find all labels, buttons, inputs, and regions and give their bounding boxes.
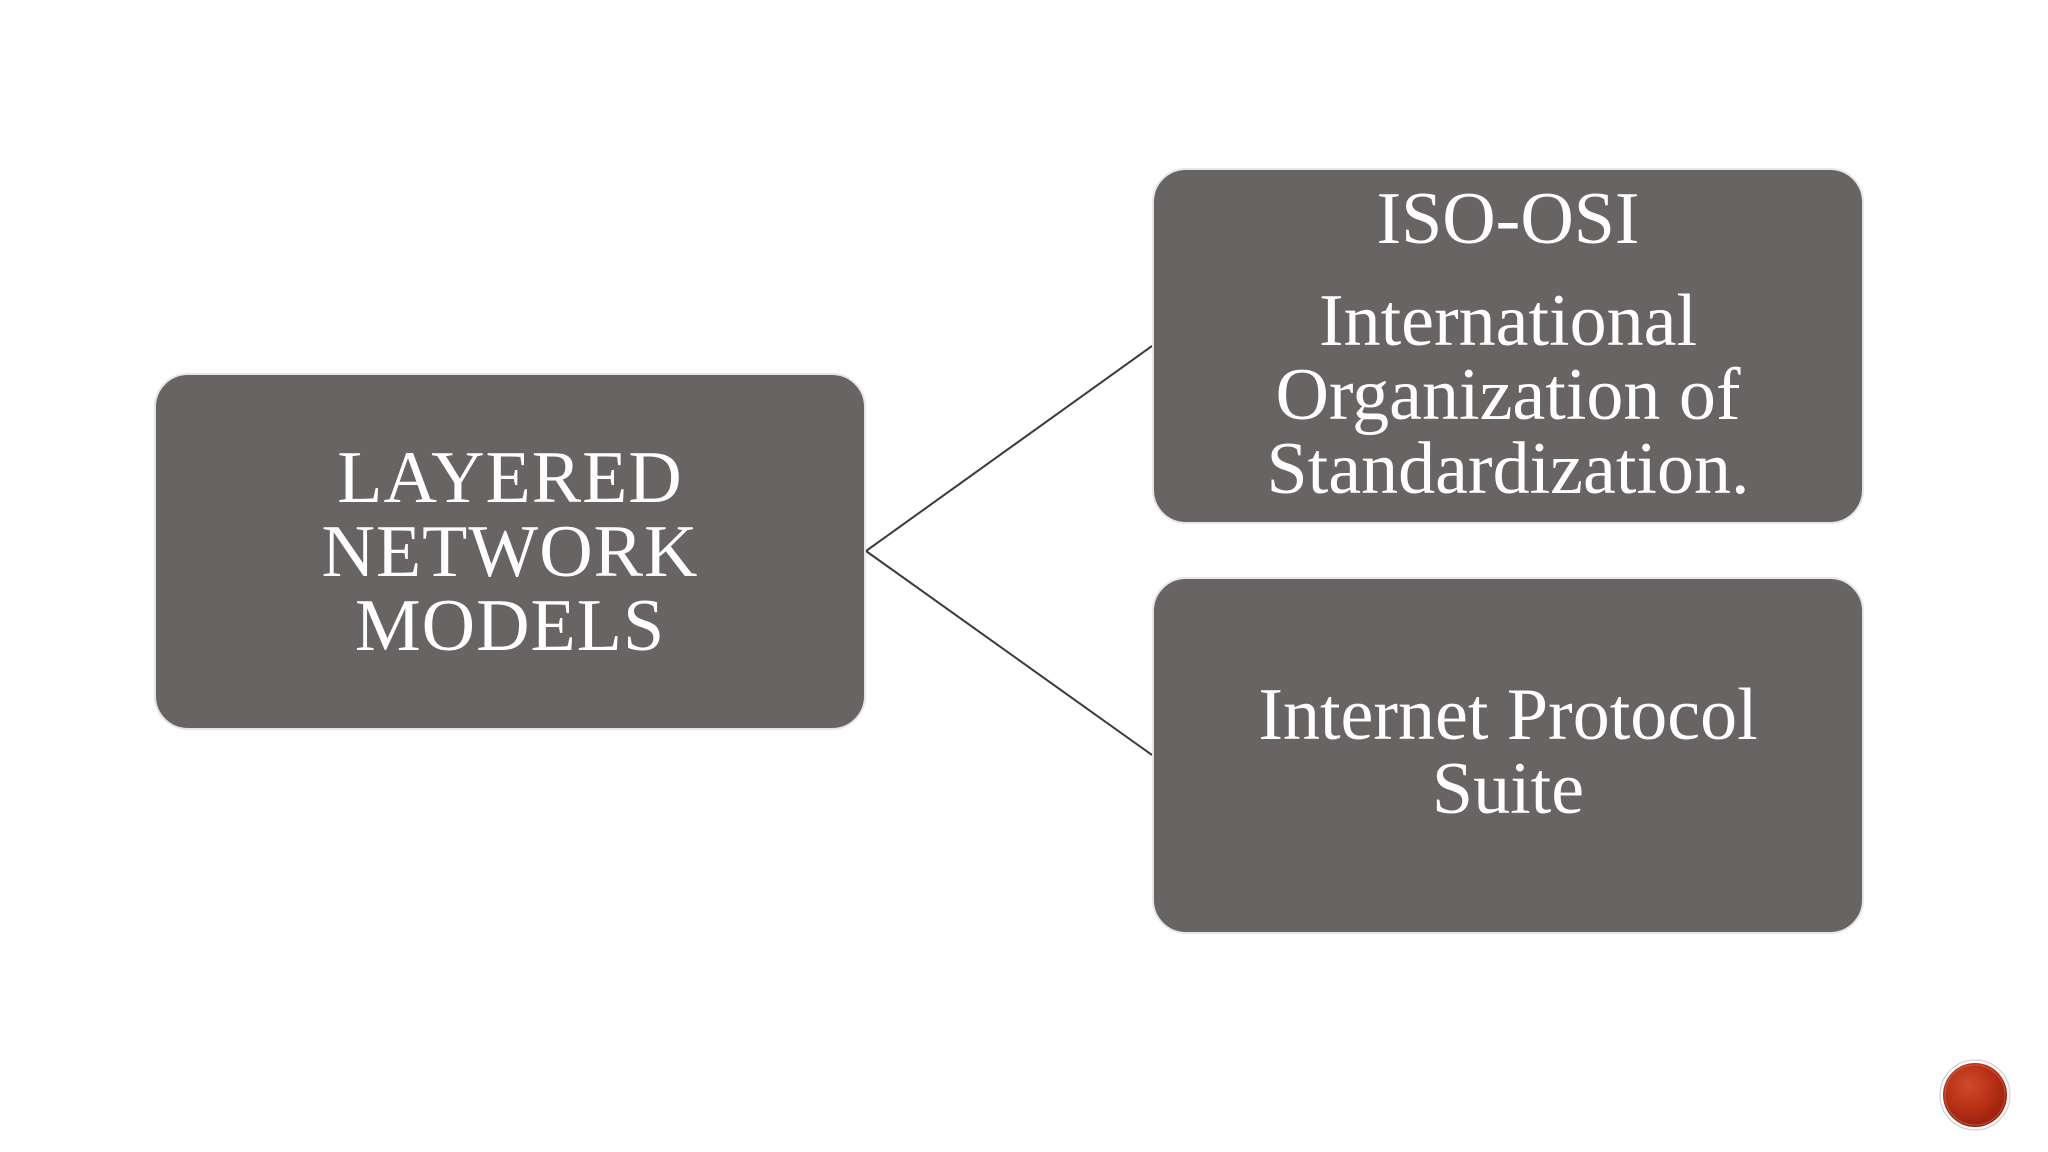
child-node-internet-protocol-suite: Internet Protocol Suite: [1152, 577, 1864, 934]
child-node-iso-osi: ISO-OSI International Organization of St…: [1152, 168, 1864, 524]
root-node-line: NETWORK: [321, 510, 699, 593]
root-node-label: LAYERED NETWORK MODELS: [322, 441, 699, 663]
root-node-line: LAYERED: [337, 436, 683, 519]
connector-root-to-ip: [865, 550, 1153, 756]
child-node-line: Internet Protocol: [1258, 673, 1758, 756]
slide-badge-icon: [1939, 1059, 2011, 1131]
child-node-description: International Organization of Standardiz…: [1267, 284, 1750, 506]
child-node-line: Suite: [1431, 747, 1585, 830]
root-node-line: MODELS: [354, 584, 666, 667]
child-node-label: Internet Protocol Suite: [1258, 678, 1757, 826]
child-node-line: Organization of: [1275, 354, 1741, 436]
child-node-line: Standardization.: [1266, 428, 1750, 510]
root-node: LAYERED NETWORK MODELS: [154, 373, 866, 730]
child-node-line: International: [1318, 280, 1698, 362]
connector-root-to-iso: [865, 345, 1153, 552]
child-node-title: ISO-OSI: [1376, 178, 1640, 260]
